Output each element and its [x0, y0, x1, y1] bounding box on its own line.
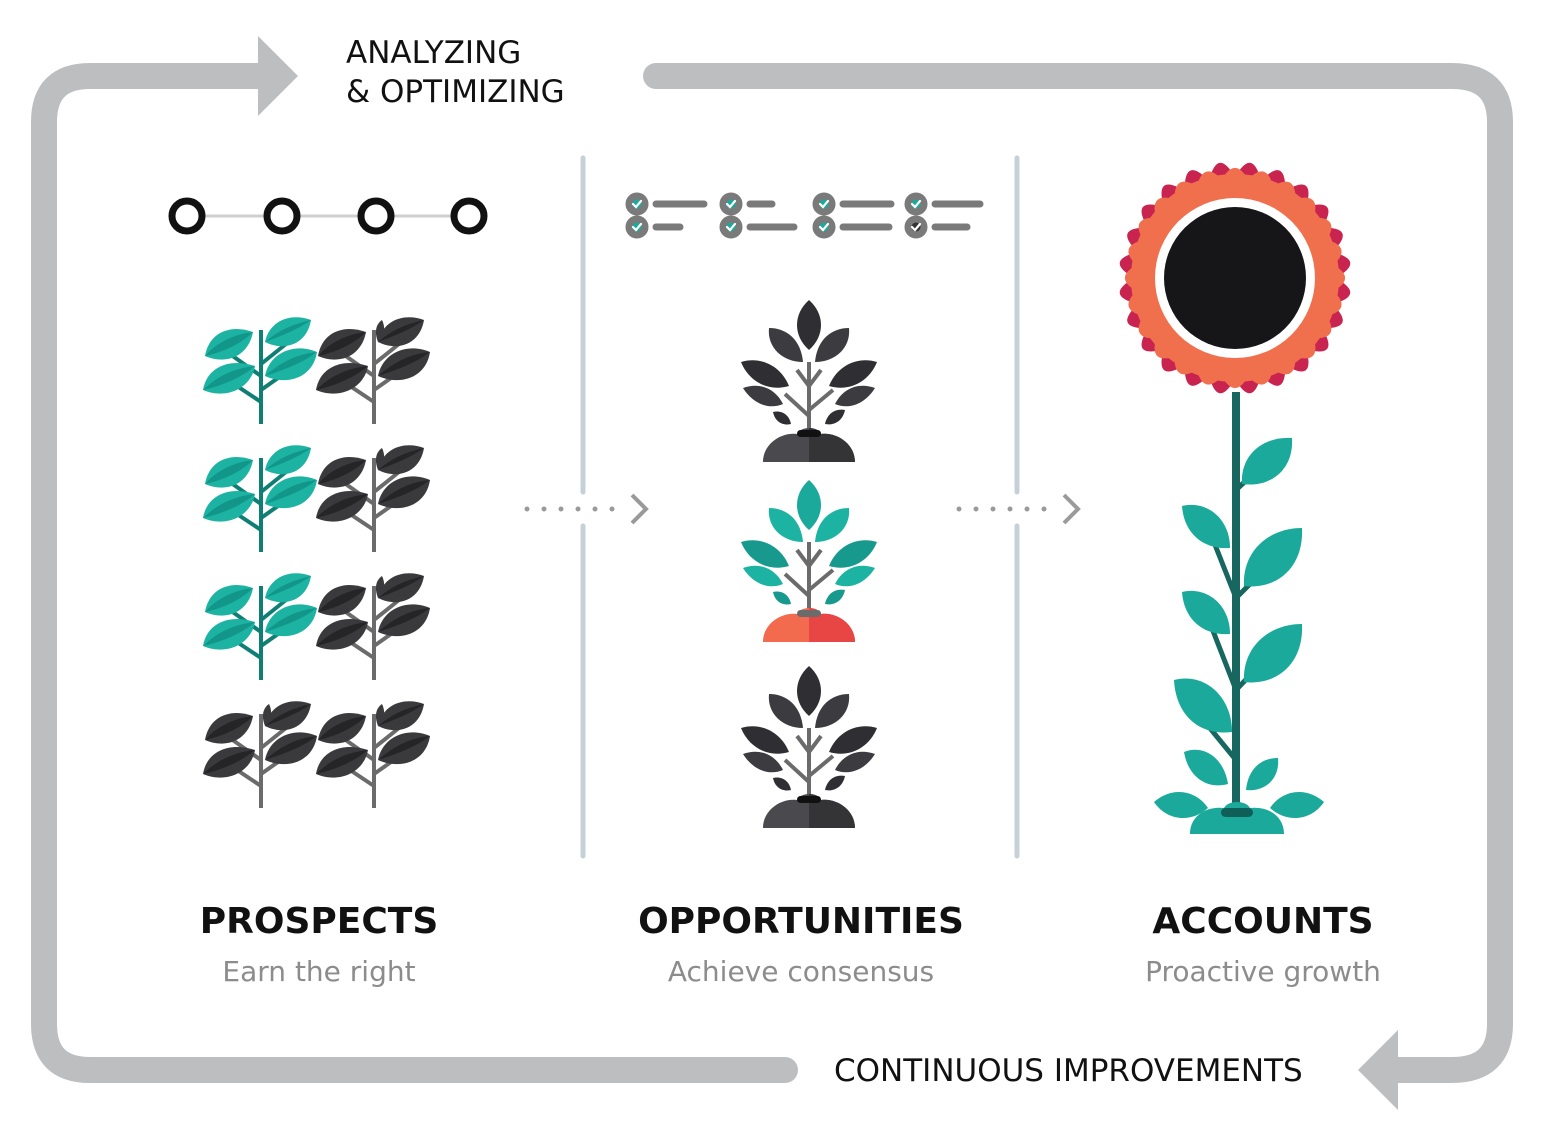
sprout-icon: [201, 443, 319, 554]
stage-subtitle-prospects: Earn the right: [222, 955, 416, 988]
checklist-icon: [629, 196, 984, 235]
sprout-icon: [314, 571, 432, 682]
loop-label-analyzing: ANALYZING & OPTIMIZING: [346, 34, 565, 112]
loop-frame: [31, 63, 1513, 1083]
seedling-icon: [739, 478, 879, 644]
stage-subtitle-opportunities: Achieve consensus: [667, 955, 935, 988]
stage-divider: [580, 155, 1020, 859]
sprout-icon: [314, 315, 432, 426]
sunflower-icon: [1119, 162, 1351, 834]
seedling-icon: [739, 298, 879, 464]
seedling-icon: [739, 664, 879, 830]
sprout-icon: [201, 699, 319, 810]
stage-title-opportunities: OPPORTUNITIES: [638, 901, 964, 942]
opportunity-seedlings: [739, 298, 879, 830]
loop-label-line: ANALYZING: [346, 35, 522, 71]
prospect-sprouts: [201, 315, 432, 810]
stage-subtitle-accounts: Proactive growth: [1145, 955, 1381, 988]
loop-label-line: & OPTIMIZING: [346, 74, 565, 110]
dotted-arrow-icon: [956, 493, 1081, 525]
loop-arrow-right-icon: [258, 36, 298, 116]
sprout-icon: [201, 571, 319, 682]
loop-arrow-left-icon: [1358, 1030, 1398, 1110]
sprout-icon: [314, 443, 432, 554]
dotted-arrow-icon: [524, 493, 649, 525]
stage-title-prospects: PROSPECTS: [199, 901, 439, 942]
sprout-icon: [201, 315, 319, 426]
stage-title-accounts: ACCOUNTS: [1152, 901, 1374, 942]
sprout-icon: [314, 699, 432, 810]
loop-label-continuous: CONTINUOUS IMPROVEMENTS: [834, 1053, 1303, 1089]
step-circles-icon: [168, 197, 488, 235]
